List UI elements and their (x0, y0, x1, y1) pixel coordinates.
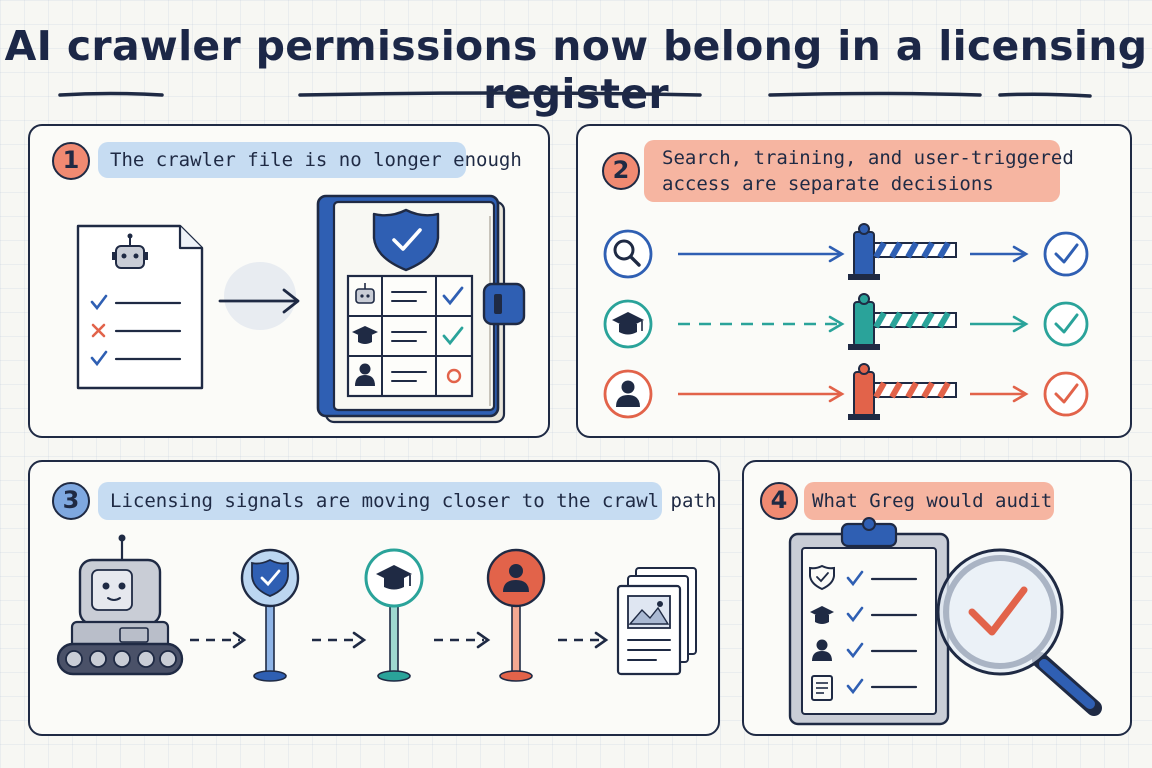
clipboard-icon (788, 517, 950, 726)
panel-1-number-badge: 1 (52, 142, 90, 180)
panel-1-illustration (76, 194, 526, 424)
crawler-file-document-icon (76, 224, 204, 390)
panel-licensing-signals: 3 Licensing signals are moving closer to… (28, 460, 720, 736)
arrow-right-icon (218, 288, 300, 314)
panel-2-lanes (603, 223, 1089, 420)
shield-icon (809, 564, 835, 591)
panel-audit: 4 What Greg would audit (742, 460, 1132, 736)
panel-4-illustration (788, 517, 1102, 726)
panel-2-title-line-1: Search, training, and user-triggered (662, 147, 1074, 169)
document-icon (811, 675, 833, 701)
content-pages-icon (616, 567, 697, 676)
lane-user-triggered (603, 363, 1089, 420)
search-icon (613, 239, 641, 267)
lane-training (603, 293, 1089, 350)
robot-crawler-icon (56, 534, 184, 676)
dashed-arrow-4 (558, 631, 609, 649)
graduation-cap-icon (810, 606, 834, 624)
robot-icon (112, 233, 148, 269)
panel-3-number-badge: 3 (52, 482, 90, 520)
lane-search (603, 223, 1089, 280)
shield-check-signpost-icon (240, 548, 300, 682)
shield-check-icon (372, 208, 440, 272)
dashed-arrow-2 (312, 631, 367, 649)
user-icon (616, 380, 640, 407)
user-signpost-icon (486, 548, 546, 682)
magnifying-glass-icon (936, 548, 1102, 716)
panel-separate-decisions: 2 Search, training, and user-triggered a… (576, 124, 1132, 438)
panel-3-title-highlight (98, 482, 662, 520)
panel-1-title-highlight (98, 142, 466, 178)
panel-4-title: What Greg would audit (812, 490, 1053, 512)
check-icon (968, 586, 1028, 636)
title-underline (58, 91, 1092, 98)
panel-4-number-badge: 4 (760, 482, 798, 520)
panel-3-title: Licensing signals are moving closer to t… (110, 490, 717, 512)
panel-4-title-highlight (804, 482, 1054, 520)
panel-2-number-badge: 2 (602, 152, 640, 190)
dashed-arrow-3 (434, 631, 491, 649)
panel-2-title-line-2: access are separate decisions (662, 173, 994, 195)
licensing-register-book-icon (316, 194, 526, 424)
panel-crawler-file: 1 The crawler file is no longer enough (28, 124, 550, 438)
panel-3-crawl-path (56, 534, 697, 682)
dashed-arrow-1 (190, 631, 247, 649)
user-icon (812, 639, 832, 661)
graduation-cap-signpost-icon (364, 548, 424, 682)
panel-2-title-highlight (644, 140, 1060, 202)
panel-1-title: The crawler file is no longer enough (110, 149, 522, 171)
graduation-cap-icon (612, 312, 644, 335)
